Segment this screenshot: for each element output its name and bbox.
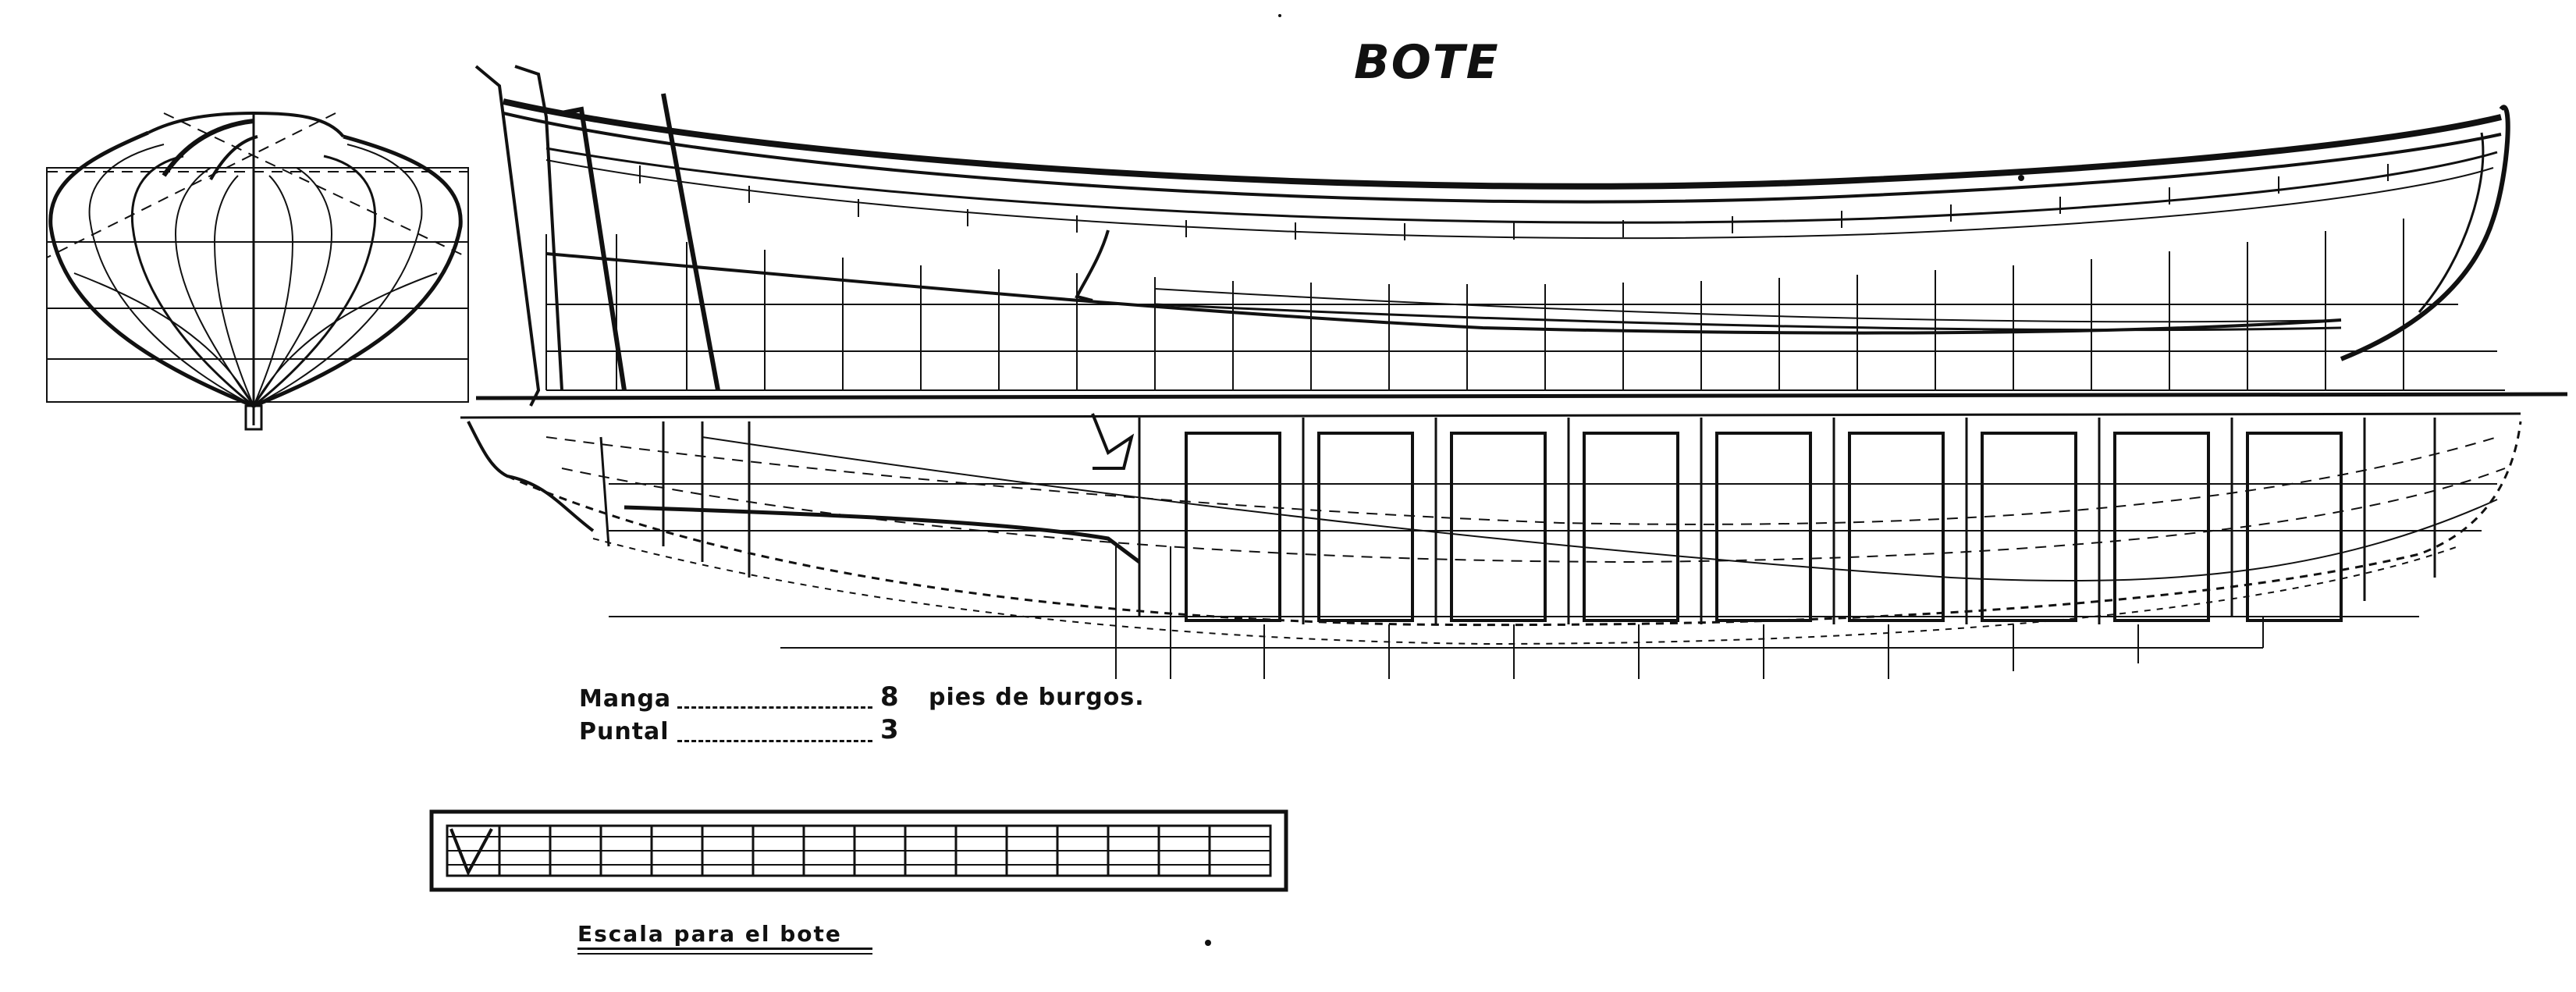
body-plan — [46, 111, 469, 431]
puntal-label: Puntal — [579, 718, 670, 745]
scale-caption: Escala para el bote — [577, 921, 842, 947]
page-title: BOTE — [1354, 35, 1500, 90]
puntal-leader — [677, 740, 872, 742]
manga-value: 8 — [880, 681, 899, 713]
scale-bar — [429, 809, 1288, 892]
scale-caption-underline-second — [577, 953, 872, 955]
manga-label: Manga — [579, 685, 672, 713]
manga-unit: pies de burgos. — [929, 684, 1145, 711]
puntal-value: 3 — [880, 714, 899, 745]
manga-leader — [677, 706, 872, 709]
scale-caption-underline — [577, 948, 872, 950]
profile-plan — [460, 65, 2568, 679]
paper-specks — [1205, 14, 2024, 946]
